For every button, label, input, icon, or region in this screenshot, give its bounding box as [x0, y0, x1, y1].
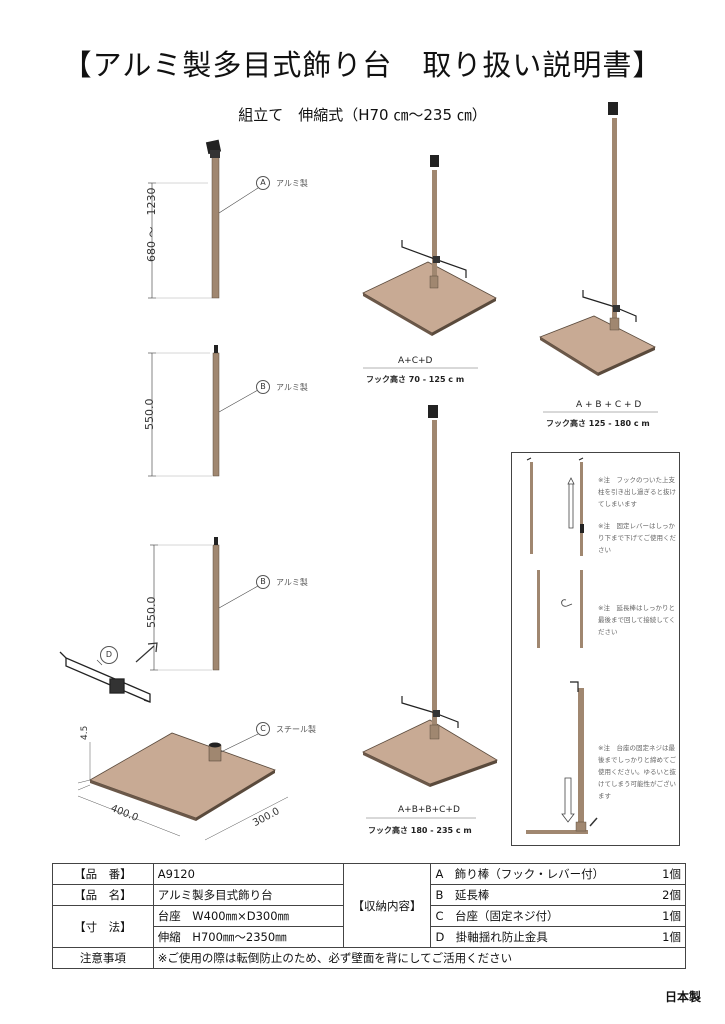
part-b1-material: アルミ製 [276, 383, 308, 392]
assembly-steps-box [511, 452, 680, 846]
assembly-subtitle: 組立て 伸縮式（H70 ㎝～235 ㎝） [238, 106, 487, 124]
part-a-material: アルミ製 [276, 179, 308, 188]
size-extension: 伸縮 H700㎜～2350㎜ [152, 926, 344, 948]
product-no: A9120 [152, 863, 344, 885]
contents-label: 【収納内容】 [342, 863, 432, 948]
steps-drawing [526, 457, 598, 834]
config-abcd-height: フック高さ 125 - 180 c m [546, 419, 650, 428]
part-a-dimension: 680 ～ 1230 [145, 187, 158, 263]
config-abcd-drawing [539, 102, 658, 413]
part-a-drawing [148, 139, 259, 299]
part-b2-drawing [150, 537, 259, 671]
part-b2-dimension: 550.0 [145, 596, 158, 629]
config-acd-drawing [362, 155, 497, 369]
spec-table: 【品 番】 A9120 【収納内容】 A 飾り棒（フック・レバー付）1個 【品 … [52, 863, 687, 969]
step-note-4: ※注 台座の固定ネジは最後までしっかりと締めてご使用ください。ゆるいと抜けてしま… [598, 744, 676, 800]
config-abbcd-formula: A+B+B+C+D [398, 805, 460, 815]
step-note-1: ※注 フックのついた上支柱を引き出し過ぎると抜けてしまいます [598, 476, 676, 508]
part-c-letter: C [256, 722, 270, 736]
size-label: 【寸 法】 [52, 905, 154, 948]
part-a-letter: A [256, 176, 270, 190]
part-b2-letter: B [256, 575, 270, 589]
product-name-label: 【品 名】 [52, 884, 154, 906]
part-c-thickness: 4.5 [80, 725, 90, 740]
contents-item: A 飾り棒（フック・レバー付）1個 [430, 863, 686, 885]
config-abcd-formula: A + B + C + D [576, 400, 642, 410]
product-no-label: 【品 番】 [52, 863, 154, 885]
made-in-label: 日本製 [664, 990, 701, 1004]
caution-label: 注意事項 [52, 947, 154, 969]
part-b1-dimension: 550.0 [143, 398, 156, 431]
part-b1-letter: B [256, 380, 270, 394]
step-note-3: ※注 延長棒はしっかりと最後まで回して接続してください [598, 604, 676, 636]
part-b2-material: アルミ製 [276, 578, 308, 587]
config-abbcd-height: フック高さ 180 - 235 c m [368, 826, 472, 835]
part-d-letter: D [100, 646, 118, 664]
step-note-2: ※注 固定レバーはしっかり下まで下げてご使用ください [598, 522, 676, 554]
product-name: アルミ製多目式飾り台 [152, 884, 344, 906]
document-title: 【アルミ製多目式飾り台 取り扱い説明書】 [62, 48, 663, 82]
contents-item: C 台座（固定ネジ付）1個 [430, 905, 686, 927]
part-d-drawing [59, 642, 158, 703]
part-b1-drawing [148, 345, 259, 477]
caution-text: ※ご使用の際は転倒防止のため、必ず壁面を背にしてご活用ください [152, 947, 687, 969]
part-c-drawing [77, 732, 289, 841]
part-c-material: スチール製 [276, 725, 316, 734]
config-acd-height: フック高さ 70 - 125 c m [366, 375, 465, 384]
size-base: 台座 W400㎜×D300㎜ [152, 905, 344, 927]
config-acd-formula: A+C+D [398, 356, 433, 366]
config-abbcd-drawing [362, 405, 498, 819]
